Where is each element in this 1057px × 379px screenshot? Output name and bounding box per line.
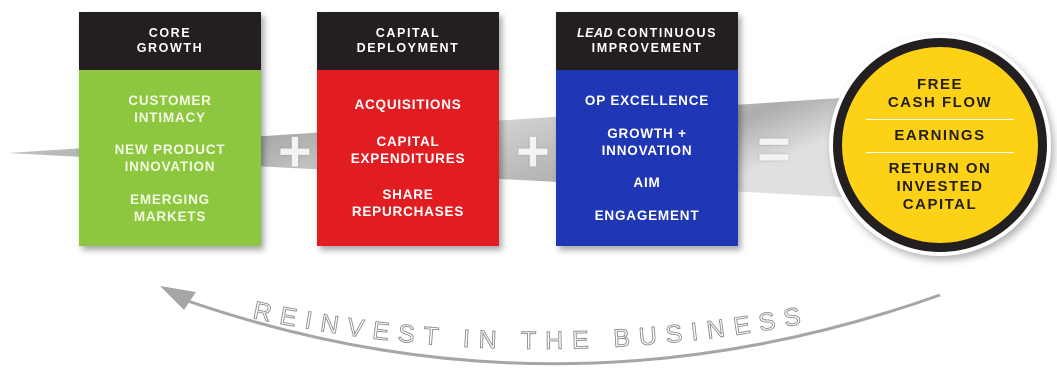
- reinvest-arc: [184, 293, 941, 366]
- plus-sign-2: +: [516, 119, 550, 184]
- header-line: GROWTH: [136, 41, 204, 55]
- capital-deployment-header: CAPITAL DEPLOYMENT: [317, 12, 499, 70]
- lead-header: LEAD CONTINUOUS IMPROVEMENT: [556, 12, 738, 70]
- header-line: IMPROVEMENT: [591, 41, 703, 55]
- item-growth-innovation: GROWTH +INNOVATION: [601, 125, 693, 158]
- result-divider: [866, 119, 1014, 120]
- item-acquisitions: ACQUISITIONS: [354, 96, 462, 112]
- result-divider: [866, 152, 1014, 153]
- header-line: CAPITAL: [375, 26, 441, 40]
- item-aim: AIM: [633, 175, 661, 191]
- plus-sign-1: +: [278, 119, 312, 184]
- lead-header-line: LEAD CONTINUOUS: [577, 26, 717, 41]
- item-engagement: ENGAGEMENT: [594, 208, 700, 224]
- equals-sign: =: [757, 117, 791, 182]
- header-line: DEPLOYMENT: [356, 41, 460, 55]
- lead-logo: LEAD: [576, 26, 613, 40]
- header-line: CORE: [148, 26, 192, 40]
- reinvest-label: REINVEST IN THE BUSINESS: [251, 297, 812, 356]
- reinvest-arrowhead: [160, 286, 196, 310]
- result-earnings: EARNINGS: [894, 127, 986, 144]
- lead-items: OP EXCELLENCE GROWTH +INNOVATION AIM ENG…: [556, 70, 738, 246]
- item-op-excellence: OP EXCELLENCE: [584, 92, 710, 108]
- header-line: CONTINUOUS: [617, 26, 718, 40]
- lead-box: LEAD CONTINUOUS IMPROVEMENT OP EXCELLENC…: [556, 12, 738, 246]
- core-growth-header: CORE GROWTH: [79, 12, 261, 70]
